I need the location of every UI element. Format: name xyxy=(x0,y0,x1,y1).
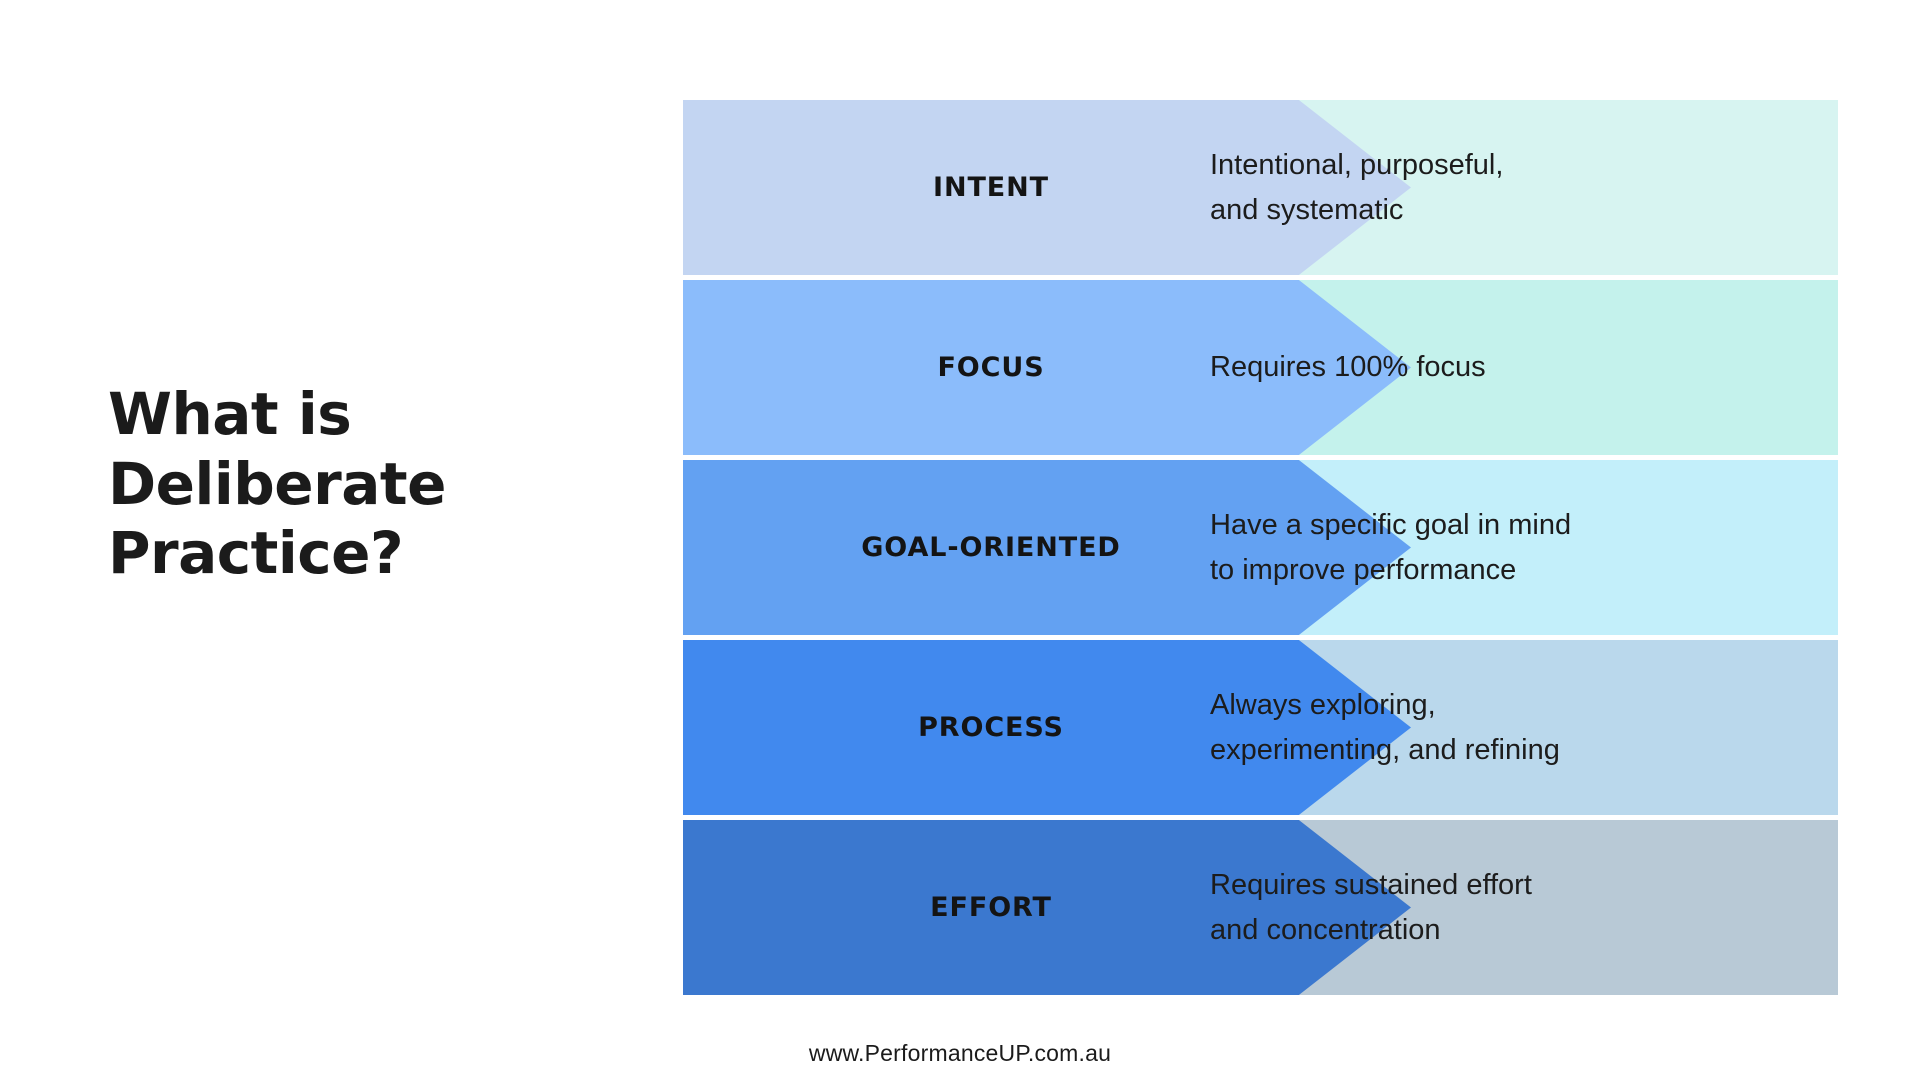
diagram-row: GOAL-ORIENTED Have a specific goal in mi… xyxy=(683,460,1838,635)
row-description: Always exploring, experimenting, and ref… xyxy=(1210,689,1560,766)
row-description: Intentional, purposeful, and systematic xyxy=(1210,149,1504,226)
footer: www.PerformanceUP.com.au xyxy=(0,1040,1920,1067)
row-chevron xyxy=(683,640,1411,815)
title-block: What is Deliberate Practice? xyxy=(108,380,538,589)
row-label: GOAL-ORIENTED xyxy=(861,532,1121,563)
diagram-row: INTENT Intentional, purposeful, and syst… xyxy=(683,100,1838,275)
row-label: PROCESS xyxy=(918,712,1064,743)
diagram-row: PROCESS Always exploring, experimenting,… xyxy=(683,640,1838,815)
row-chevron xyxy=(683,280,1411,455)
diagram-row: FOCUS Requires 100% focus xyxy=(683,280,1838,455)
page-title: What is Deliberate Practice? xyxy=(108,380,446,588)
row-label: FOCUS xyxy=(937,352,1045,383)
row-label: EFFORT xyxy=(930,892,1052,923)
row-chevron xyxy=(683,820,1411,995)
row-description: Requires 100% focus xyxy=(1210,351,1486,384)
row-chevron xyxy=(683,100,1411,275)
row-description: Requires sustained effort and concentrat… xyxy=(1210,869,1532,946)
footer-url: www.PerformanceUP.com.au xyxy=(808,1040,1112,1066)
chevron-diagram: INTENT Intentional, purposeful, and syst… xyxy=(683,100,1838,995)
row-label: INTENT xyxy=(933,172,1049,203)
row-chevron xyxy=(683,460,1411,635)
row-description: Have a specific goal in mind to improve … xyxy=(1210,509,1572,586)
diagram-row: EFFORT Requires sustained effort and con… xyxy=(683,820,1838,995)
